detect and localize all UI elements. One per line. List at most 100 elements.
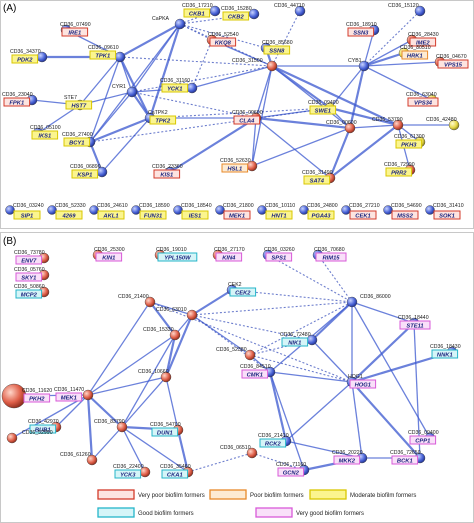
gene-label: CMK1 [247,372,263,378]
network-node[interactable]: CD36_15330 [143,327,181,341]
network-node[interactable]: CD36_21400 [118,294,156,308]
edge [268,371,288,442]
network-node[interactable]: CD36_63010 [156,307,198,321]
dashed-edge [191,314,271,373]
gene-box [3,97,31,107]
network-node[interactable]: CD36_83790 [94,419,128,433]
node-id-label: CD36_73780 [14,250,45,256]
gene-label: MKK2 [339,458,356,464]
network-node[interactable]: CD36_86000 [346,294,391,308]
edge [121,376,167,428]
network-node[interactable]: CD36_15120 [388,3,426,17]
panel-a-label: (A) [3,3,16,14]
node-id-label: CYR1 [112,84,126,90]
network-node[interactable]: CD36_52990 [6,430,53,444]
network-node[interactable]: CD36_31500 [232,58,278,72]
network-node[interactable]: CD36_61260 [60,452,98,466]
gene-label: IME2 [416,40,430,46]
edge [271,65,399,126]
network-node[interactable]: CD36_53790 [372,117,404,131]
network-node[interactable]: CD36_42480 [426,117,460,131]
network-node[interactable]: CD36_10660 [138,369,172,383]
network-node[interactable]: CD36_52380 [216,347,256,361]
gene-label: FUN31 [144,213,162,219]
network-node[interactable]: CYR1 [112,84,138,98]
node-circle [114,51,126,63]
node-circle [392,119,404,131]
node-id-label: CD36_10110 [265,203,295,209]
network-node[interactable]: CYB1 [348,58,370,72]
gene-label: KIN1 [102,255,115,261]
gene-label: VPS15 [444,62,463,68]
gene-label: MEK1 [61,395,77,401]
network-node[interactable]: CD36_06510 [220,445,258,459]
network-node[interactable]: CaPKA [152,16,186,30]
gene-label: MSS2 [397,213,414,219]
network-node[interactable]: CD36_00600 [326,120,357,134]
network-node[interactable]: CD36_44710 [274,3,306,17]
